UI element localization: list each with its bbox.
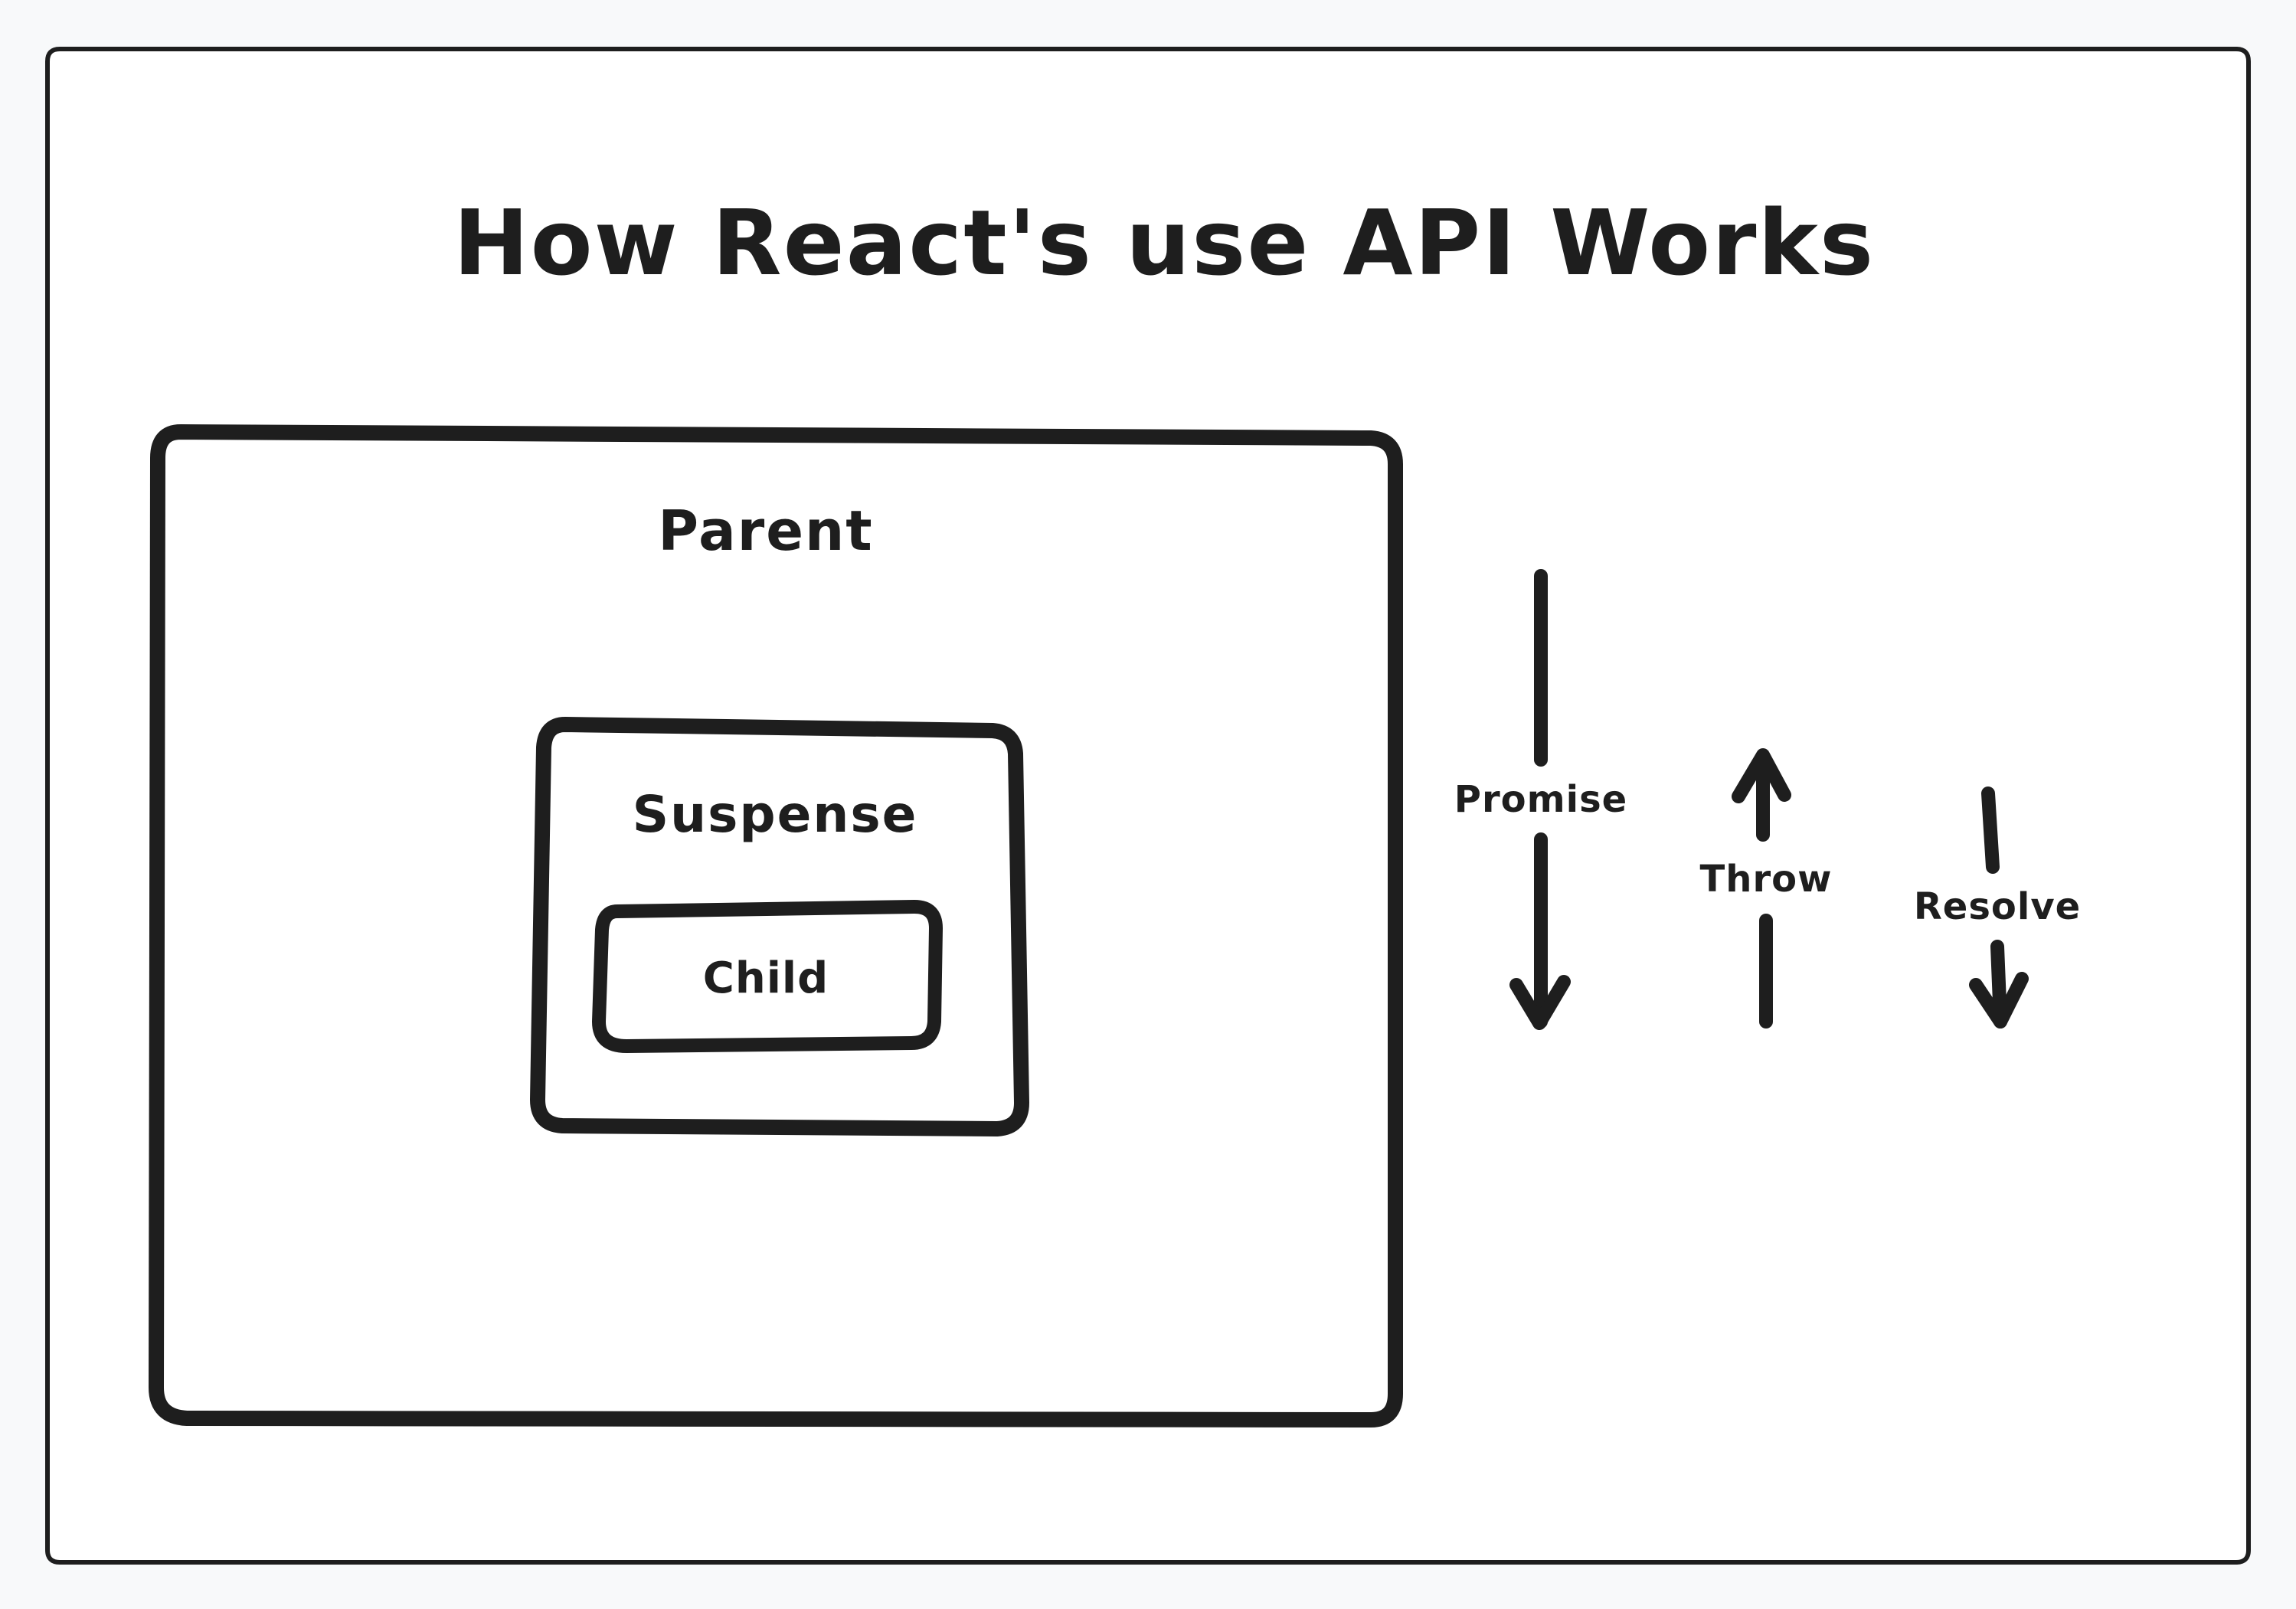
throw-label: Throw bbox=[1700, 858, 1833, 901]
diagram-title: How React's use API Works bbox=[453, 190, 1875, 296]
resolve-arrow-shaft-top bbox=[1981, 787, 2000, 874]
throw-arrow: Throw bbox=[1700, 748, 1833, 1029]
parent-box: Parent bbox=[149, 424, 1403, 1427]
resolve-label: Resolve bbox=[1914, 885, 2081, 928]
promise-label: Promise bbox=[1454, 778, 1627, 821]
child-label: Child bbox=[703, 953, 829, 1003]
promise-arrowhead bbox=[1509, 975, 1571, 1030]
promise-arrow: Promise bbox=[1454, 569, 1627, 1030]
suspense-label: Suspense bbox=[633, 785, 918, 844]
parent-label: Parent bbox=[658, 499, 873, 563]
child-box: Child bbox=[592, 900, 943, 1053]
suspense-box: Suspense bbox=[530, 717, 1029, 1136]
resolve-arrowhead bbox=[1969, 972, 2029, 1029]
resolve-arrow: Resolve bbox=[1914, 787, 2081, 1029]
